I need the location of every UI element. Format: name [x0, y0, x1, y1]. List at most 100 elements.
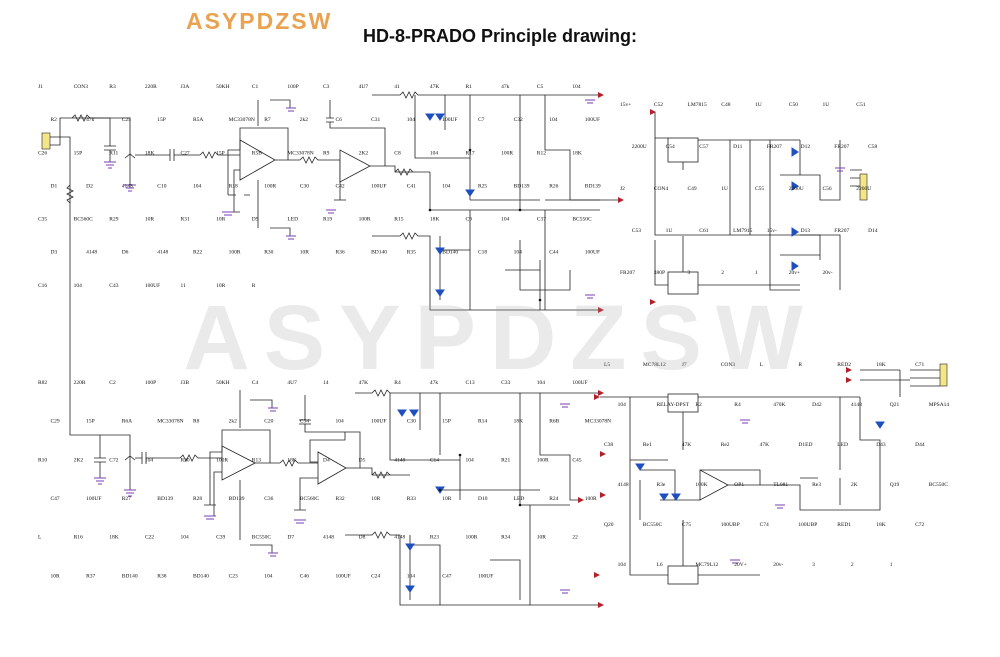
- component-label: MC78L12: [643, 362, 666, 368]
- component-label: R21: [501, 457, 510, 463]
- component-label: D2: [86, 183, 93, 189]
- component-label: R25: [478, 183, 487, 189]
- component-label: 104: [407, 117, 416, 123]
- diode-d14-icon: [791, 261, 799, 271]
- component-label: BC550C: [572, 217, 592, 223]
- component-label: 15P: [216, 150, 225, 156]
- component-label: R3: [109, 84, 116, 90]
- component-label: C6: [336, 117, 343, 123]
- component-label: C34: [300, 419, 309, 425]
- component-label: 100UF: [371, 183, 386, 189]
- component-label: LED: [287, 217, 298, 223]
- component-label: LED: [514, 496, 525, 502]
- rail-20v-minus-bottom: [598, 602, 604, 608]
- component-label: D10: [478, 496, 488, 502]
- component-label: J7: [682, 362, 687, 368]
- rail-20v-minus-protect: [594, 572, 600, 578]
- component-label: 100R: [537, 457, 549, 463]
- component-label: C18: [478, 250, 487, 256]
- component-label: LM7915: [733, 228, 753, 234]
- rail-15v-minus: [650, 299, 656, 305]
- component-label: 15P: [442, 419, 451, 425]
- opamp-6b: [317, 451, 347, 485]
- component-label: C26: [38, 150, 47, 156]
- component-label: 47K: [430, 84, 440, 90]
- component-label: D7: [287, 535, 294, 541]
- component-label: R37: [86, 573, 95, 579]
- component-label: C74: [760, 522, 769, 528]
- component-label: R5B: [252, 150, 262, 156]
- component-label: 104: [430, 150, 439, 156]
- component-label: 47K: [760, 442, 770, 448]
- component-label: 2K2: [359, 150, 369, 156]
- regulator-mc79l12: [667, 565, 699, 585]
- component-label: 100R: [264, 183, 276, 189]
- component-label: R4: [394, 380, 401, 386]
- component-label: BD139: [585, 183, 601, 189]
- rail-l-out: [578, 497, 584, 503]
- component-label: C16: [38, 283, 47, 289]
- component-label: D42: [812, 402, 822, 408]
- component-label: C51: [856, 102, 865, 108]
- component-label: FR207: [767, 144, 782, 150]
- component-label: D12: [801, 144, 811, 150]
- component-label: C47: [442, 573, 451, 579]
- component-label: C30: [407, 419, 416, 425]
- rail-20v-plus-top: [598, 92, 604, 98]
- component-label: R19: [323, 217, 332, 223]
- component-label: 104: [407, 573, 416, 579]
- component-label: R26: [549, 183, 558, 189]
- component-label: MPSA14: [929, 402, 950, 408]
- component-label: R11: [109, 150, 118, 156]
- component-label: D43: [876, 442, 886, 448]
- component-label: C53: [632, 228, 641, 234]
- regulator-lm7815: [667, 137, 699, 163]
- component-label: BD140: [193, 573, 209, 579]
- component-label: D9: [252, 217, 259, 223]
- component-label: 20v+: [789, 270, 800, 276]
- component-label: J1: [38, 84, 43, 90]
- component-label: MC79L12: [695, 562, 718, 568]
- component-label: 4U7: [287, 380, 297, 386]
- component-label: 4148: [394, 535, 405, 541]
- component-label: 2200U: [632, 144, 647, 150]
- component-label: 47K: [682, 442, 692, 448]
- component-label: 220R: [145, 84, 157, 90]
- component-label: C22: [145, 535, 154, 541]
- component-label: 104: [336, 419, 345, 425]
- component-label: 1U: [823, 102, 830, 108]
- component-label: C58: [868, 144, 877, 150]
- component-label: 15v-: [767, 228, 777, 234]
- component-label: 10R: [537, 535, 547, 541]
- component-label: C47: [51, 496, 60, 502]
- component-label: C50: [789, 102, 798, 108]
- component-label: D14: [868, 228, 878, 234]
- component-label: Re1: [643, 442, 652, 448]
- component-label: C7: [478, 117, 485, 123]
- rail-r-in: [846, 377, 852, 383]
- connector-j7: [939, 363, 948, 387]
- component-label: C37: [537, 217, 546, 223]
- component-label: D13: [801, 228, 811, 234]
- component-label: C36: [264, 496, 273, 502]
- led-d1ed-icon: [635, 463, 645, 471]
- component-label: 4U7: [359, 84, 369, 90]
- component-label: L: [760, 362, 764, 368]
- component-label: 47K: [359, 380, 369, 386]
- diode-d13-icon: [791, 227, 799, 237]
- component-label: 104: [264, 573, 273, 579]
- component-label: C25: [122, 117, 131, 123]
- component-label: C41: [407, 183, 416, 189]
- component-label: R: [252, 283, 256, 289]
- component-label: BC560C: [300, 496, 320, 502]
- component-label: C9: [466, 217, 473, 223]
- component-label: C8: [394, 150, 401, 156]
- component-label: C57: [699, 144, 708, 150]
- rail-r-out: [618, 197, 624, 203]
- bottom-channel: [66, 170, 604, 608]
- diode-d1-icon: [425, 113, 435, 121]
- component-label: 100R: [229, 250, 241, 256]
- component-label: 104: [549, 117, 558, 123]
